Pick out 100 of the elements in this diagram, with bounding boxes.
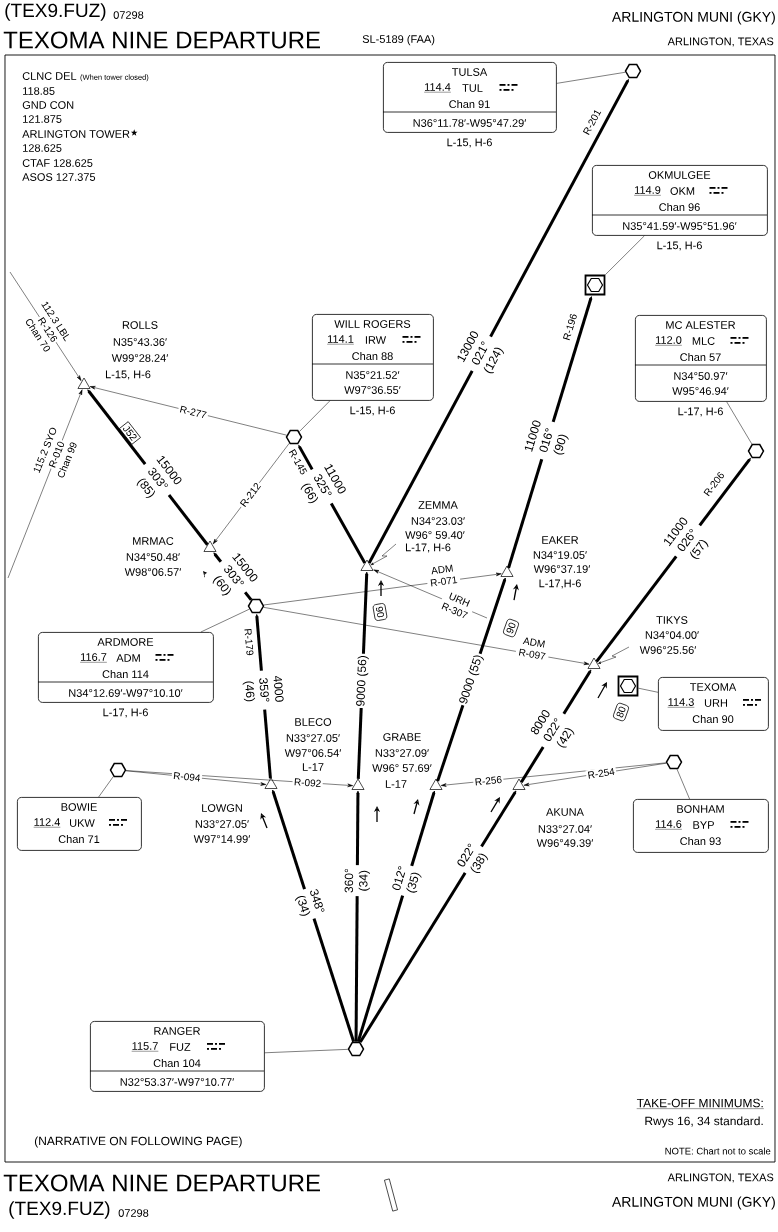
radial-arrow xyxy=(263,572,502,606)
node-label: MLC xyxy=(692,337,715,345)
vor-symbol xyxy=(624,63,642,79)
fix-detail: W99°28.24′ xyxy=(111,354,169,362)
radial-label: R-179 xyxy=(244,628,254,656)
chart-reference: L-17, H-6 xyxy=(103,708,148,718)
node-label: ARDMORE xyxy=(97,638,154,646)
fix-detail: L-15, H-6 xyxy=(106,370,151,380)
chart-reference: SL-5189 (FAA) xyxy=(362,34,435,46)
edge-label: 4000 359° (46) xyxy=(240,668,286,712)
navaid-box: BONHAM 114.6 BYP Chan 93 xyxy=(633,799,769,853)
fix-detail: N33°27.04′ xyxy=(538,825,592,833)
procedure-code: (TEX9.FUZ) xyxy=(5,3,106,21)
node-label: TUL xyxy=(462,84,483,92)
airport-name: ARLINGTON MUNI (GKY) xyxy=(611,1196,775,1210)
node-label: N36°11.78′-W95°47.29′ xyxy=(413,119,527,127)
leader-line xyxy=(638,687,659,693)
edge-label: R-256 xyxy=(472,774,504,788)
leader-line xyxy=(726,401,752,445)
note-text: NOTE: Chart not to scale xyxy=(665,1147,771,1155)
fix-name: ZEMMA xyxy=(418,501,458,509)
edge-label: R-094 xyxy=(171,770,203,784)
fix-name: LOWGN xyxy=(202,804,242,812)
frequency: ASOS 127.375 xyxy=(22,173,96,181)
edge-label: 348° (34) xyxy=(291,884,328,923)
node-label: 114.1 xyxy=(327,335,354,343)
node-label: 112.0 xyxy=(655,336,682,344)
radial-arrow xyxy=(7,389,83,579)
fix-detail: N35°43.36′ xyxy=(113,338,167,346)
fix-detail: L-17, H-6 xyxy=(406,543,451,553)
fix-detail: N34°04.00′ xyxy=(645,631,699,639)
fix-detail: W97°06.54′ xyxy=(284,749,342,757)
edge-label: R-277 xyxy=(177,403,210,421)
fix-name: EAKER xyxy=(542,536,579,544)
node-label: Chan 96 xyxy=(659,202,700,212)
frequency: 118.85 xyxy=(23,87,55,95)
leader-line xyxy=(370,543,397,566)
vor-symbol xyxy=(347,1041,365,1057)
vor-symbol xyxy=(665,754,683,770)
frequency-label: GND CON xyxy=(22,101,74,109)
frequency: 121.875 xyxy=(23,115,62,123)
leader-line xyxy=(98,776,114,798)
chart-number: 07298 xyxy=(113,11,144,19)
fix-name: TIKYS xyxy=(656,616,688,624)
vor-symbol xyxy=(285,429,303,445)
fix-name: AKUNA xyxy=(546,808,584,816)
edge-label: ADM R-071 xyxy=(425,562,461,589)
fix-detail: W96°37.19′ xyxy=(533,565,591,573)
node-label: WILL ROGERS xyxy=(334,320,411,328)
fix-detail: N33°27.05′ xyxy=(286,734,340,742)
fix-detail: W97°14.99′ xyxy=(193,835,251,843)
node-label: ADM xyxy=(116,654,140,662)
edge-label: R-254 xyxy=(585,766,617,781)
navaid-box: MC ALESTER 112.0 MLC Chan 57 N34°50.97′ W95°46.94′ xyxy=(634,315,767,402)
vor-symbol xyxy=(747,443,765,459)
navaid-box: WILL ROGERS 114.1 IRW Chan 88 N35°21.52′ W97°36.55′ xyxy=(311,314,434,401)
fix-detail: N33°27.09′ xyxy=(375,749,429,757)
node-label: TULSA xyxy=(452,68,488,76)
chart-number: 07298 xyxy=(118,1209,149,1217)
fix-detail: W98°06.57′ xyxy=(124,568,182,576)
vortac-symbol xyxy=(617,675,639,697)
navaid-box: OKMULGEE 114.9 OKM Chan 96 N35°41.59′-W95°51.96′ xyxy=(591,165,768,236)
node-label: IRW xyxy=(365,336,387,344)
route-arrow xyxy=(271,789,356,1043)
edge-label: 012° (35) xyxy=(389,861,426,900)
note-text: (NARRATIVE ON FOLLOWING PAGE) xyxy=(34,1136,242,1148)
node-label: OKM xyxy=(670,187,695,195)
route-arrow xyxy=(367,78,629,564)
leader-line xyxy=(556,72,626,84)
route-arrow xyxy=(359,790,517,1043)
edge-label: URH R-307 xyxy=(437,588,477,622)
location-name: ARLINGTON, TEXAS xyxy=(667,37,774,47)
fix-detail: W96° 59.40′ xyxy=(405,531,465,539)
navaid-box: ARDMORE 116.7 ADM Chan 114 N34°12.69′-W97°10.10′ xyxy=(37,632,214,703)
navaid-box: TEXOMA 114.3 URH Chan 90 xyxy=(658,677,769,731)
node-label: 114.9 xyxy=(634,186,661,194)
frequency-label: ARLINGTON TOWER xyxy=(22,130,130,138)
fix-detail: W96°49.39′ xyxy=(536,839,594,847)
node-label: W97°36.55′ xyxy=(344,386,401,394)
fix-name: BLECO xyxy=(295,718,332,726)
leader-line xyxy=(676,769,690,800)
vortac-symbol xyxy=(584,274,606,296)
fix-detail: L-17,H-6 xyxy=(539,579,581,589)
fix-detail: W96°25.56′ xyxy=(639,646,697,654)
frequency-label: CLNC DEL xyxy=(22,72,77,80)
chart-reference: L-15, H-6 xyxy=(657,241,702,251)
edge-label: 360° (34) xyxy=(343,865,372,897)
node-label: N35°21.52′ xyxy=(346,371,400,379)
radial-arrow xyxy=(9,271,82,381)
node-label: Chan 57 xyxy=(680,352,721,362)
frequency: 128.625 xyxy=(23,144,62,152)
note-text: Rwys 16, 34 standard. xyxy=(645,1116,763,1128)
fix-detail: L-17 xyxy=(302,763,324,771)
leader-line xyxy=(605,235,645,275)
edge-label: 9000 (55) xyxy=(456,651,487,708)
number-badge: 90 xyxy=(372,603,388,621)
airway-label: J52 xyxy=(119,421,141,445)
leader-line xyxy=(200,608,250,633)
node-label: OKMULGEE xyxy=(648,171,711,179)
chart-title: TEXOMA NINE DEPARTURE xyxy=(3,31,320,49)
